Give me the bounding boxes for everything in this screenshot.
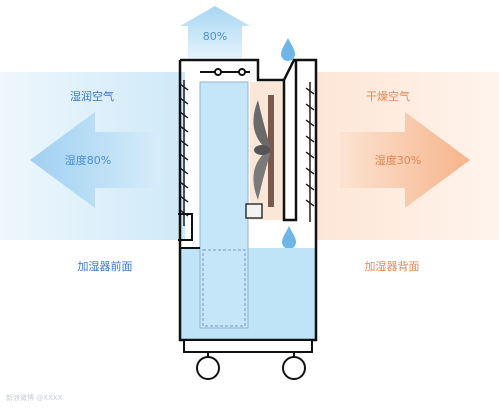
- device-base: [183, 339, 313, 353]
- water-drop-icon: [281, 38, 295, 61]
- dry-humidity-label: 湿度30%: [375, 153, 421, 167]
- fan-motor: [245, 203, 263, 219]
- humid-air-arrow: [30, 112, 160, 208]
- front-latch: [178, 213, 193, 241]
- front-side-label: 加湿器前面: [78, 259, 133, 273]
- dry-air-arrow: [340, 112, 470, 208]
- top-outlet: [200, 68, 250, 76]
- top-output-arrow: [180, 6, 250, 58]
- back-side-label: 加湿器背面: [365, 259, 420, 273]
- wick-filter: [199, 81, 249, 329]
- wheel-right: [282, 356, 306, 380]
- wick-filter-inner: [202, 249, 246, 327]
- humid-air-label: 湿润空气: [70, 89, 114, 103]
- watermark: 新浪微博 @XXXX: [6, 393, 63, 402]
- front-grill: [179, 80, 189, 226]
- fan-icon: [253, 95, 274, 207]
- device-top-rim: [180, 58, 284, 82]
- dry-air-label: 干燥空气: [366, 89, 410, 103]
- back-grill: [305, 82, 315, 222]
- top-indicator-text: 80%: [203, 30, 227, 43]
- water-drop-icon: [282, 226, 296, 249]
- humid-humidity-label: 湿度80%: [65, 153, 111, 167]
- wheel-left: [196, 356, 220, 380]
